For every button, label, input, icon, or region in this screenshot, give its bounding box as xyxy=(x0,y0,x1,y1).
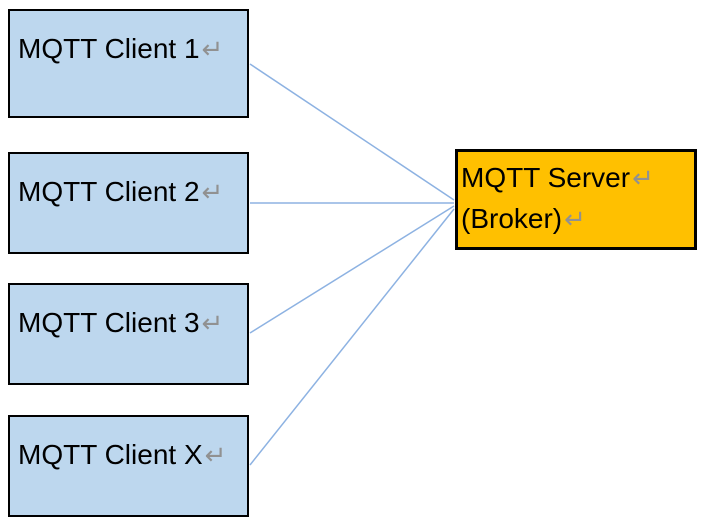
node-label: MQTT Server xyxy=(461,162,631,193)
node-mqtt-client-x: MQTT Client X↵ xyxy=(8,415,249,517)
node-mqtt-client-1: MQTT Client 1↵ xyxy=(8,9,249,118)
paragraph-return-icon: ↵ xyxy=(564,205,586,235)
server-label-line-2: (Broker)↵ xyxy=(461,199,694,240)
paragraph-return-icon: ↵ xyxy=(201,178,224,208)
connector-clientX-to-server xyxy=(249,208,455,466)
node-label: MQTT Client 1 xyxy=(18,33,200,64)
connector-client1-to-server xyxy=(249,63,455,201)
paragraph-return-icon: ↵ xyxy=(632,164,654,194)
paragraph-return-icon: ↵ xyxy=(201,309,224,339)
node-label: (Broker) xyxy=(461,203,563,234)
server-label-line-1: MQTT Server↵ xyxy=(461,158,694,199)
node-mqtt-client-2: MQTT Client 2↵ xyxy=(8,152,249,254)
node-label: MQTT Client 3 xyxy=(18,307,200,338)
node-label: MQTT Client X xyxy=(18,439,203,470)
node-label: MQTT Client 2 xyxy=(18,176,200,207)
paragraph-return-icon: ↵ xyxy=(201,35,224,65)
node-mqtt-server-broker: MQTT Server↵ (Broker)↵ xyxy=(455,149,697,250)
paragraph-return-icon: ↵ xyxy=(204,441,227,471)
connector-client3-to-server xyxy=(249,205,455,334)
node-mqtt-client-3: MQTT Client 3↵ xyxy=(8,283,249,385)
